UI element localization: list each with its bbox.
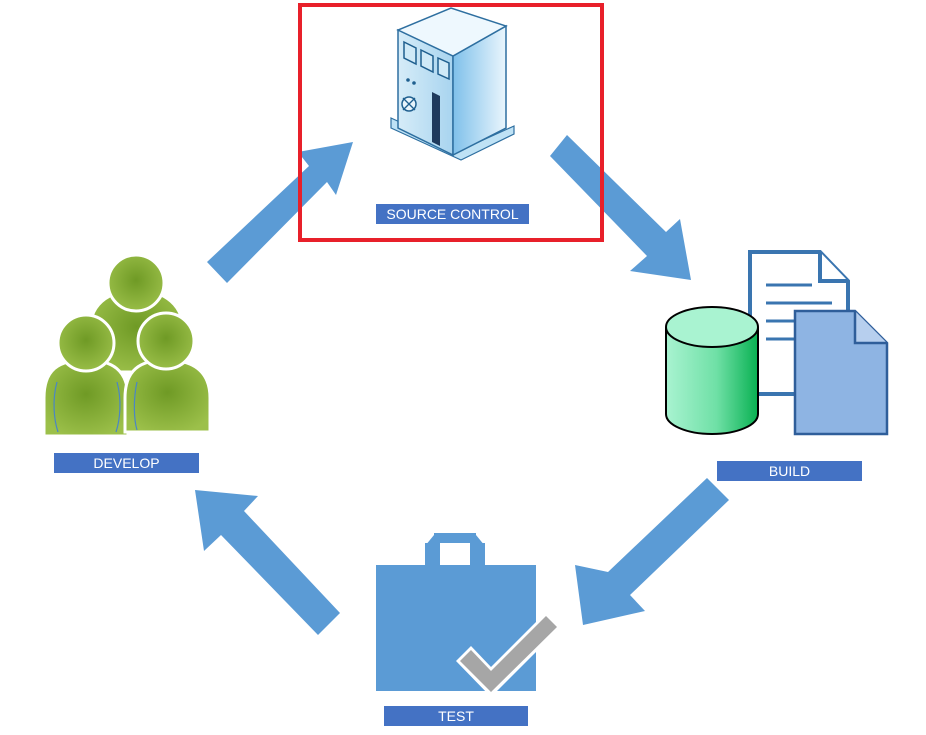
arrow-source-to-build [550, 135, 691, 280]
source-control-highlight-box [298, 3, 604, 242]
server-building-icon [390, 7, 515, 161]
arrow-build-to-test [575, 478, 729, 625]
database-documents-icon [665, 250, 889, 436]
source-control-label: SOURCE CONTROL [376, 204, 529, 224]
test-label: TEST [384, 706, 528, 726]
arrow-develop-to-source [207, 142, 353, 283]
build-label: BUILD [717, 461, 862, 481]
briefcase-checkmark-icon [376, 533, 561, 697]
develop-label: DEVELOP [54, 453, 199, 473]
arrow-test-to-develop [195, 490, 340, 635]
people-group-icon [42, 253, 212, 438]
